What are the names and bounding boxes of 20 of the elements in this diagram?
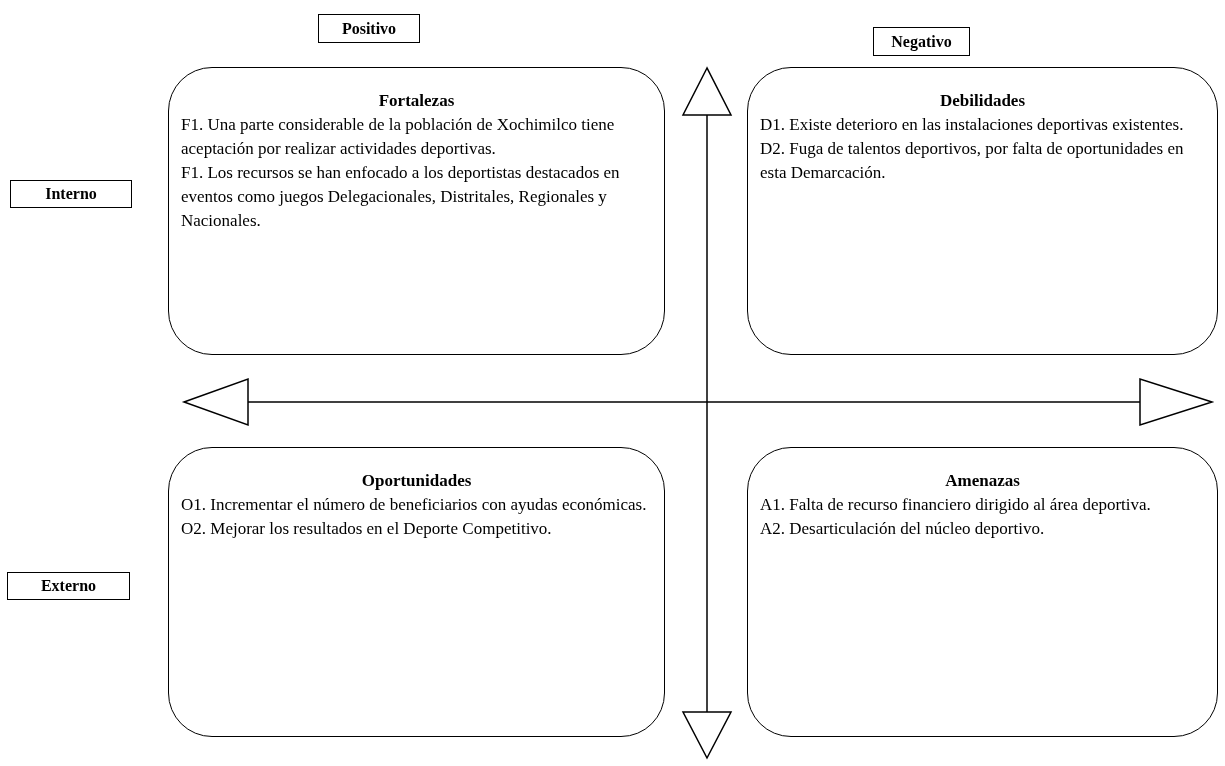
- quadrant-item: F1. Los recursos se han enfocado a los deportistas destacados en eventos como juegos Delegacionales, Distritales, Regionales y Nacionales.: [181, 162, 621, 232]
- quadrant-heading: Fortalezas: [377, 90, 456, 112]
- quadrant-item: D1. Existe deterioro en las instalaciones deportivas existentes.: [760, 114, 1185, 136]
- label-box: Negativo: [873, 27, 970, 56]
- quadrant-heading: Amenazas: [944, 470, 1021, 492]
- label-box: Positivo: [318, 14, 420, 43]
- quadrant-box: [747, 447, 1218, 737]
- quadrant-box: [168, 67, 665, 355]
- quadrant-item: F1. Una parte considerable de la población de Xochimilco tiene aceptación por realizar actividades deportivas.: [181, 114, 616, 160]
- label-box: Interno: [10, 180, 132, 208]
- quadrant-item: D2. Fuga de talentos deportivos, por falta de oportunidades en esta Demarcación.: [760, 138, 1185, 184]
- quadrant-box: [747, 67, 1218, 355]
- quadrant-item: A1. Falta de recurso financiero dirigido al área deportiva.: [760, 494, 1152, 516]
- quadrant-item: A2. Desarticulación del núcleo deportivo.: [760, 518, 1046, 540]
- quadrant-item: O1. Incrementar el número de beneficiarios con ayudas económicas.: [181, 494, 648, 516]
- quadrant-item: O2. Mejorar los resultados en el Deporte Competitivo.: [181, 518, 553, 540]
- label-box: Externo: [7, 572, 130, 600]
- quadrant-box: [168, 447, 665, 737]
- quadrant-heading: Oportunidades: [360, 470, 473, 492]
- quadrant-heading: Debilidades: [939, 90, 1026, 112]
